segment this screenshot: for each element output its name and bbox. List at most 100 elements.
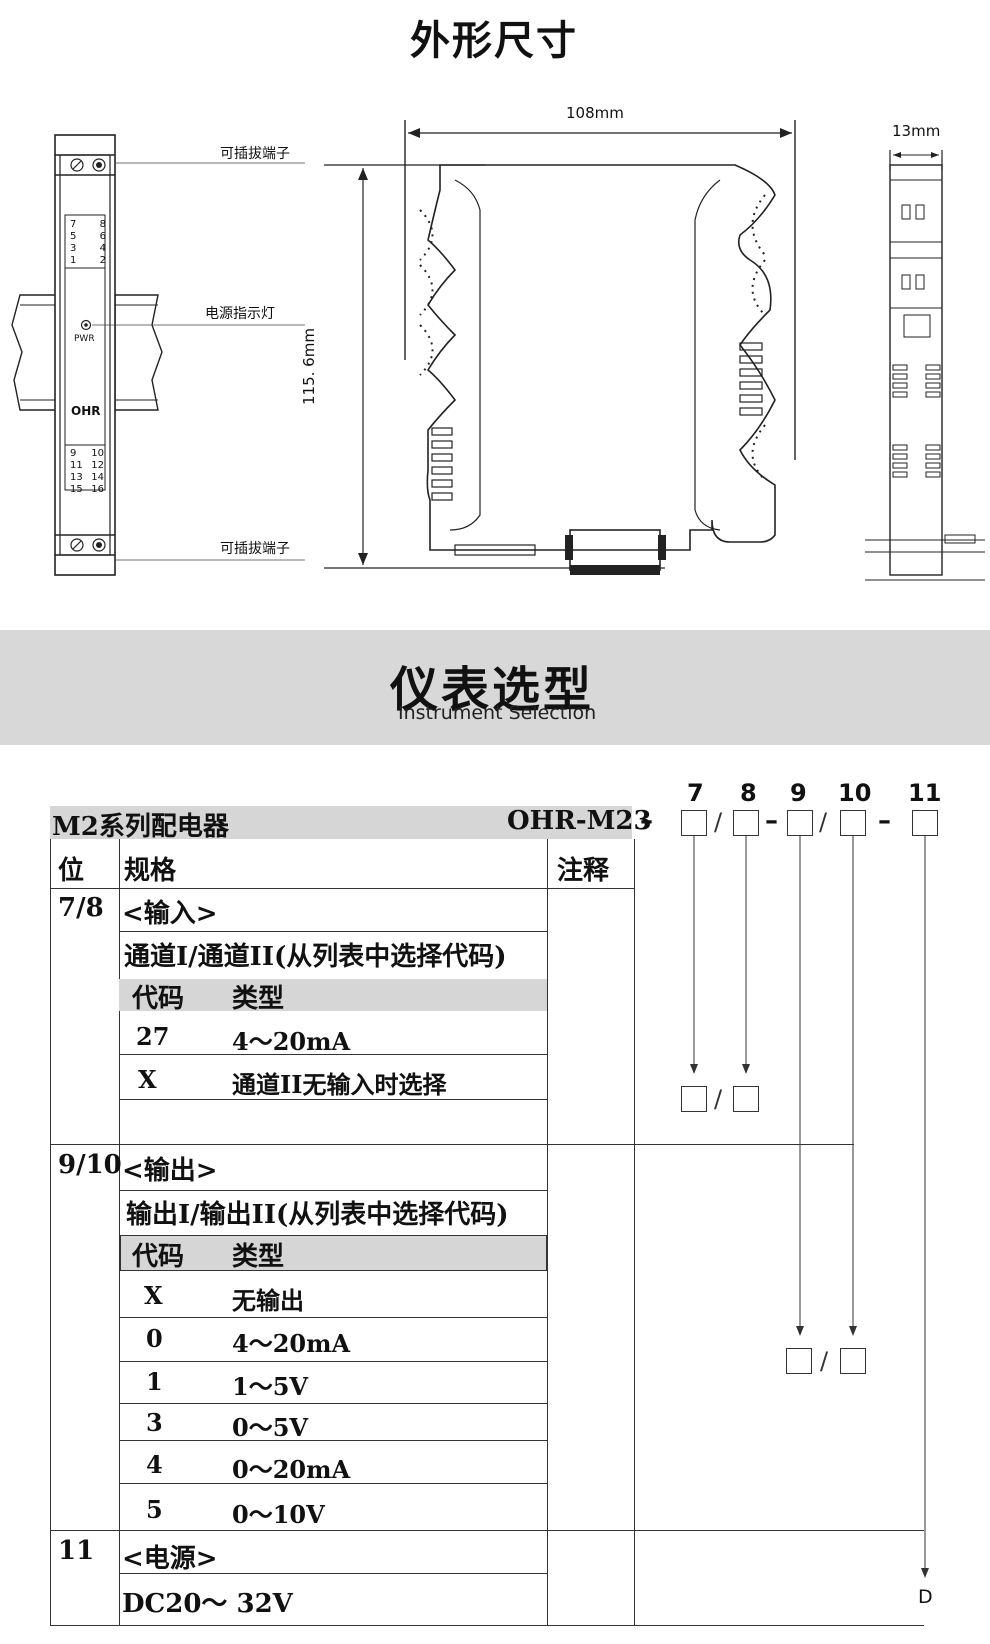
table-row-line	[119, 1573, 547, 1574]
pin-label: 10	[91, 448, 104, 459]
front-view-drawing	[11, 134, 305, 576]
pin-label: 3	[70, 243, 77, 254]
table-col-divider	[634, 839, 635, 1625]
output-item-type: 0～5V	[232, 1413, 309, 1442]
input-code-header-shade	[119, 979, 547, 1011]
brand-logo: OHR	[71, 404, 101, 418]
table-row-line	[119, 1403, 547, 1404]
output-item-code: 1	[146, 1367, 163, 1396]
pin-label: 7	[70, 219, 77, 230]
table-row-line	[50, 1530, 924, 1531]
separator-slash: /	[819, 808, 828, 836]
table-row-line	[50, 1144, 854, 1145]
output-code-header-shade	[120, 1235, 547, 1271]
output-item-code: 5	[146, 1495, 163, 1524]
pin-label: 14	[91, 472, 104, 483]
power-position: 11	[58, 1536, 95, 1566]
pin-label: 8	[99, 219, 106, 230]
table-border-bottom	[50, 1625, 924, 1626]
power-value: DC20～ 32V	[122, 1589, 293, 1619]
code-box-7[interactable]	[681, 810, 707, 836]
output-item-code: 4	[146, 1450, 163, 1479]
input-description: 通道I/通道II(从列表中选择代码)	[124, 942, 507, 972]
table-row-line	[119, 1361, 547, 1362]
separator-dash: –	[878, 806, 891, 836]
table-col-divider	[547, 839, 548, 1625]
selection-header-band	[0, 630, 990, 745]
position-number: 8	[740, 779, 757, 807]
pin-label: 12	[91, 460, 104, 471]
input-heading: <输入>	[122, 899, 218, 929]
model-code: OHR-M23	[507, 806, 652, 836]
code-box-11[interactable]	[912, 810, 938, 836]
col-position-header: 位	[58, 856, 85, 886]
table-row-line	[119, 1317, 547, 1318]
position-number: 9	[790, 779, 807, 807]
output-result-box-1[interactable]	[786, 1348, 812, 1374]
pin-label: 9	[70, 448, 77, 459]
output-item-type: 无输出	[232, 1286, 304, 1315]
table-row-line	[119, 1054, 547, 1055]
separator-slash: /	[714, 1085, 723, 1113]
position-number: 11	[908, 779, 942, 807]
code-box-10[interactable]	[840, 810, 866, 836]
output-item-code: X	[144, 1281, 163, 1310]
pwr-label: PWR	[74, 334, 95, 344]
code-box-9[interactable]	[787, 810, 813, 836]
selection-title: 仪表选型	[390, 662, 595, 718]
input-result-box-1[interactable]	[681, 1086, 707, 1112]
output-description: 输出I/输出II(从列表中选择代码)	[126, 1200, 509, 1230]
series-name: M2系列配电器	[52, 812, 229, 842]
selection-subtitle: Instrument Selection	[398, 702, 597, 724]
table-border-left	[50, 839, 51, 1625]
output-item-code: 0	[146, 1324, 163, 1353]
output-item-type: 1～5V	[232, 1372, 309, 1401]
narrow-side-drawing	[865, 150, 985, 581]
table-row-line	[119, 1440, 547, 1441]
col-note-header: 注释	[557, 856, 610, 886]
pin-label: 15	[70, 484, 83, 495]
output-code-header: 代码	[132, 1242, 185, 1272]
input-item-code: X	[138, 1065, 157, 1094]
position-number: 7	[687, 779, 704, 807]
separator-dash: –	[765, 806, 778, 836]
input-result-box-2[interactable]	[733, 1086, 759, 1112]
table-col-divider	[119, 839, 120, 1625]
side-view-drawing	[324, 120, 796, 575]
power-heading: <电源>	[122, 1544, 218, 1574]
input-type-header: 类型	[232, 984, 285, 1014]
input-item-code: 27	[136, 1022, 170, 1051]
separator-slash: /	[820, 1347, 829, 1375]
table-row-line	[119, 1483, 547, 1484]
terminal-label-top: 可插拔端子	[220, 146, 290, 162]
output-result-box-2[interactable]	[840, 1348, 866, 1374]
input-item-type: 通道II无输入时选择	[232, 1070, 447, 1099]
table-row-line	[119, 1190, 547, 1191]
output-item-code: 3	[146, 1408, 163, 1437]
output-item-type: 0～20mA	[232, 1455, 351, 1484]
power-light-label: 电源指示灯	[205, 306, 275, 322]
series-header-shade	[50, 806, 632, 839]
output-type-header: 类型	[232, 1242, 285, 1272]
terminal-label-bottom: 可插拔端子	[220, 541, 290, 557]
output-item-type: 0～10V	[232, 1500, 325, 1529]
table-row-line	[119, 931, 547, 932]
pin-label: 1	[70, 255, 77, 266]
output-item-type: 4～20mA	[232, 1329, 351, 1358]
pin-row: 9 10	[70, 448, 104, 460]
separator-dash: –	[640, 806, 653, 836]
depth-dimension-label: 13mm	[892, 122, 941, 140]
code-box-8[interactable]	[733, 810, 759, 836]
input-code-header: 代码	[132, 984, 185, 1014]
pin-label: 16	[91, 484, 104, 495]
pin-label: 6	[99, 231, 106, 242]
pin-label: 2	[99, 255, 106, 266]
